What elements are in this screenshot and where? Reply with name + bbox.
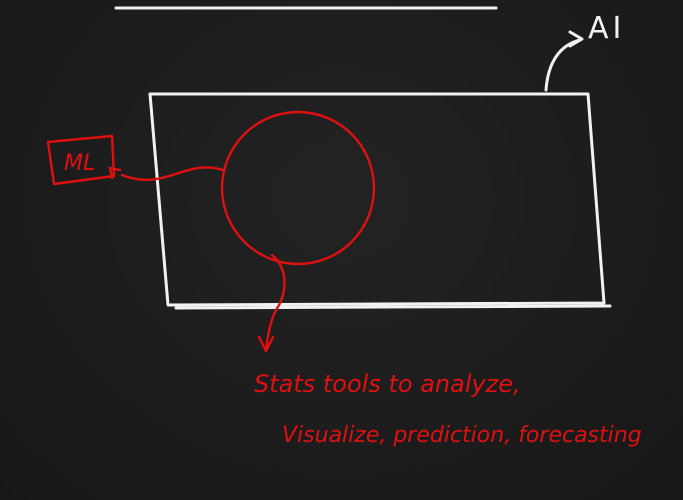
ai-arrowhead (568, 30, 584, 48)
ai-label: AI (588, 11, 625, 46)
ml-box (46, 134, 116, 186)
stats-note-line-1: Stats tools to analyze, (254, 370, 521, 398)
ml-connector-arrow (120, 166, 225, 181)
ml-circle (220, 110, 376, 266)
stats-connector-arrowhead (257, 335, 275, 353)
stats-note-line-2: Visualize, prediction, forecasting (282, 423, 642, 448)
ai-arrow (544, 38, 582, 92)
ml-label: ML (64, 151, 95, 176)
ml-connector-arrowhead (108, 166, 122, 180)
ai-box-bottom-stroke (174, 304, 612, 310)
stats-connector-arrow (264, 253, 286, 352)
ai-box (148, 92, 606, 307)
